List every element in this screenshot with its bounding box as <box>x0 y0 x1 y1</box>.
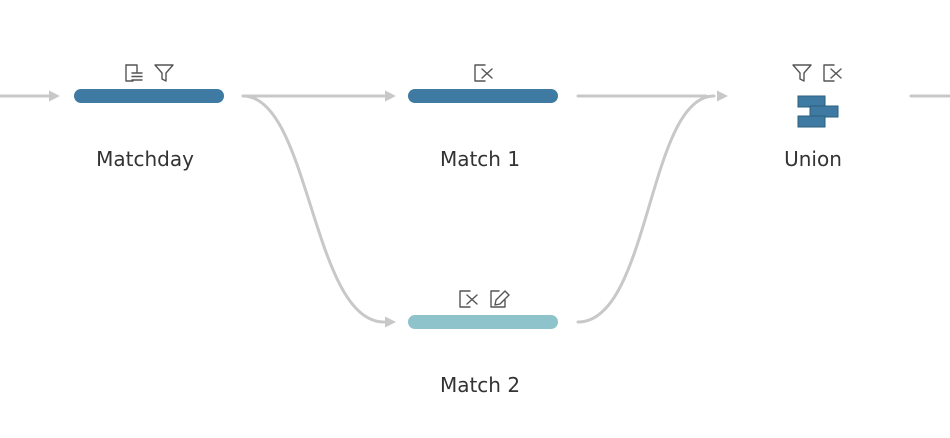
remove-field-icon[interactable] <box>823 64 842 82</box>
connector-matchday-to-match1[interactable] <box>241 90 396 102</box>
union-icon[interactable] <box>797 95 839 128</box>
filter-icon[interactable] <box>154 64 174 82</box>
remove-field-icon[interactable] <box>474 64 493 82</box>
step-bar-match1[interactable] <box>408 89 558 103</box>
connectors <box>0 90 950 328</box>
row-list-icon[interactable] <box>125 64 143 82</box>
step-match2[interactable]: Match 2 <box>408 290 558 397</box>
step-label-match2: Match 2 <box>440 373 520 397</box>
step-label-match1: Match 1 <box>440 147 520 171</box>
filter-icon[interactable] <box>792 64 812 82</box>
step-union[interactable]: Union <box>784 64 842 171</box>
step-match1[interactable]: Match 1 <box>408 64 558 171</box>
edit-field-icon[interactable] <box>490 290 510 308</box>
connector-input-to-matchday[interactable] <box>0 90 60 102</box>
remove-field-icon[interactable] <box>459 290 478 308</box>
connector-match2-to-union[interactable] <box>576 90 728 324</box>
step-label-union: Union <box>784 147 842 171</box>
step-label-matchday: Matchday <box>96 147 194 171</box>
connector-matchday-to-match2[interactable] <box>241 94 396 328</box>
step-matchday[interactable]: Matchday <box>74 64 224 171</box>
step-bar-matchday[interactable] <box>74 89 224 103</box>
step-bar-match2[interactable] <box>408 315 558 329</box>
